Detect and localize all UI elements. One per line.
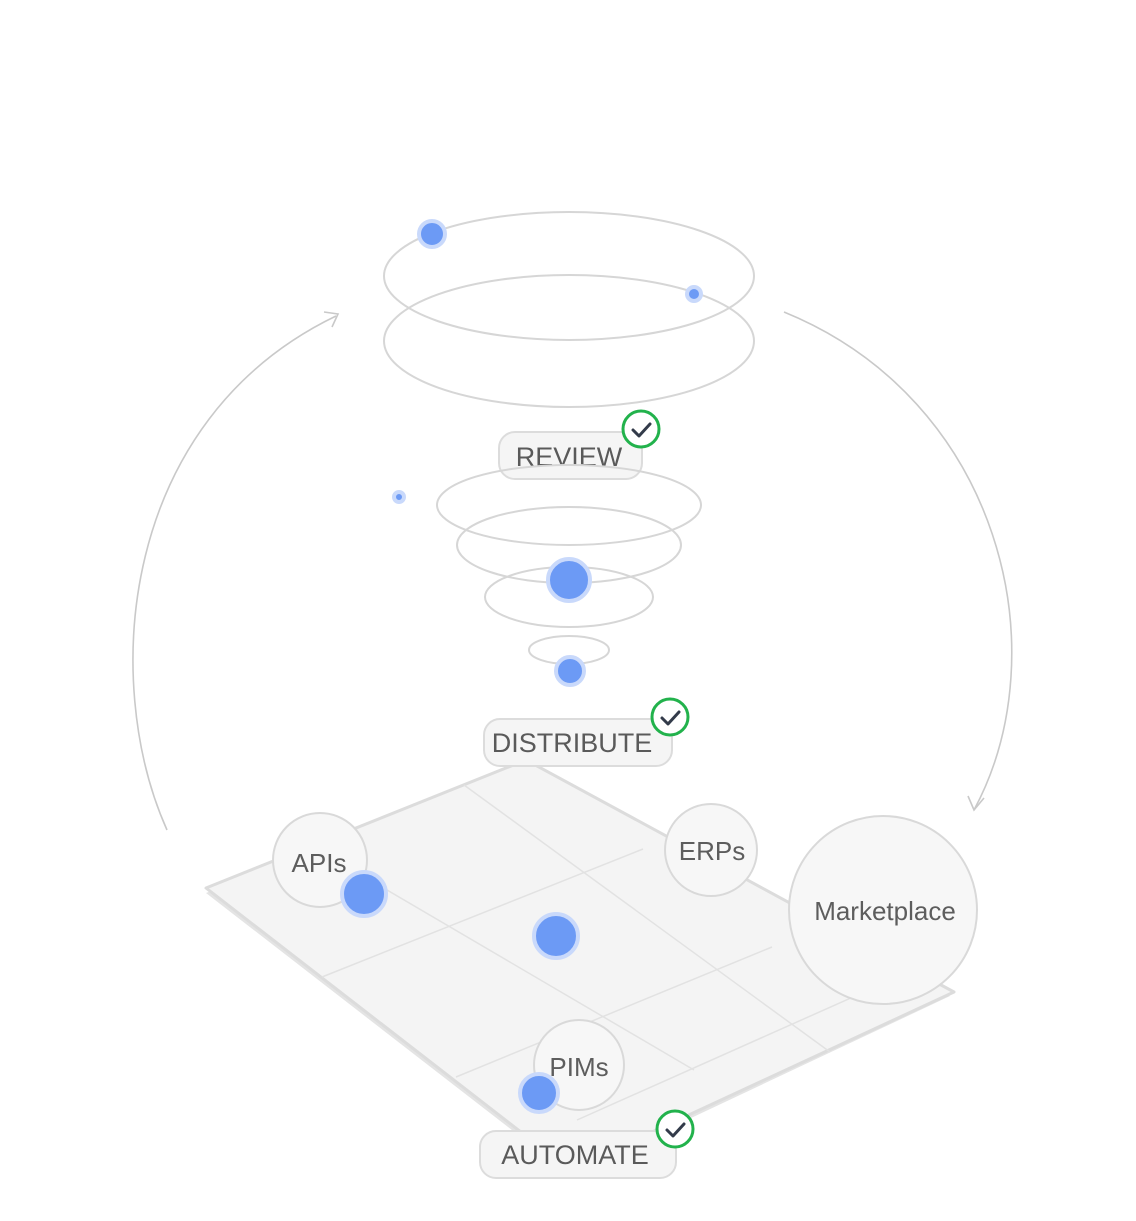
pims-label: PIMs xyxy=(549,1052,608,1082)
erps-node: ERPs xyxy=(664,803,758,897)
apis-label: APIs xyxy=(292,848,347,878)
data-dot xyxy=(417,219,447,249)
data-dot xyxy=(546,557,592,603)
distribute-label: DISTRIBUTE xyxy=(492,728,653,758)
cycle-arrow-right xyxy=(783,311,1013,812)
marketplace-label: Marketplace xyxy=(814,896,956,926)
automation-plane xyxy=(204,758,956,1175)
review-rings xyxy=(383,211,755,408)
check-circle-icon xyxy=(650,697,690,737)
erps-label: ERPs xyxy=(679,836,745,866)
review-stage: REVIEW xyxy=(498,431,643,480)
data-dot xyxy=(340,870,388,918)
data-dot xyxy=(554,655,586,687)
data-dot xyxy=(532,912,580,960)
data-dot xyxy=(685,285,703,303)
automate-label: AUTOMATE xyxy=(501,1140,649,1170)
distribute-stage: DISTRIBUTE xyxy=(483,718,673,767)
automate-stage: AUTOMATE xyxy=(479,1130,677,1179)
marketplace-node: Marketplace xyxy=(788,815,978,1005)
data-dot xyxy=(518,1072,560,1114)
check-circle-icon xyxy=(621,409,661,449)
data-dot xyxy=(392,490,406,504)
cycle-arrow-left xyxy=(132,311,340,831)
check-circle-icon xyxy=(655,1109,695,1149)
